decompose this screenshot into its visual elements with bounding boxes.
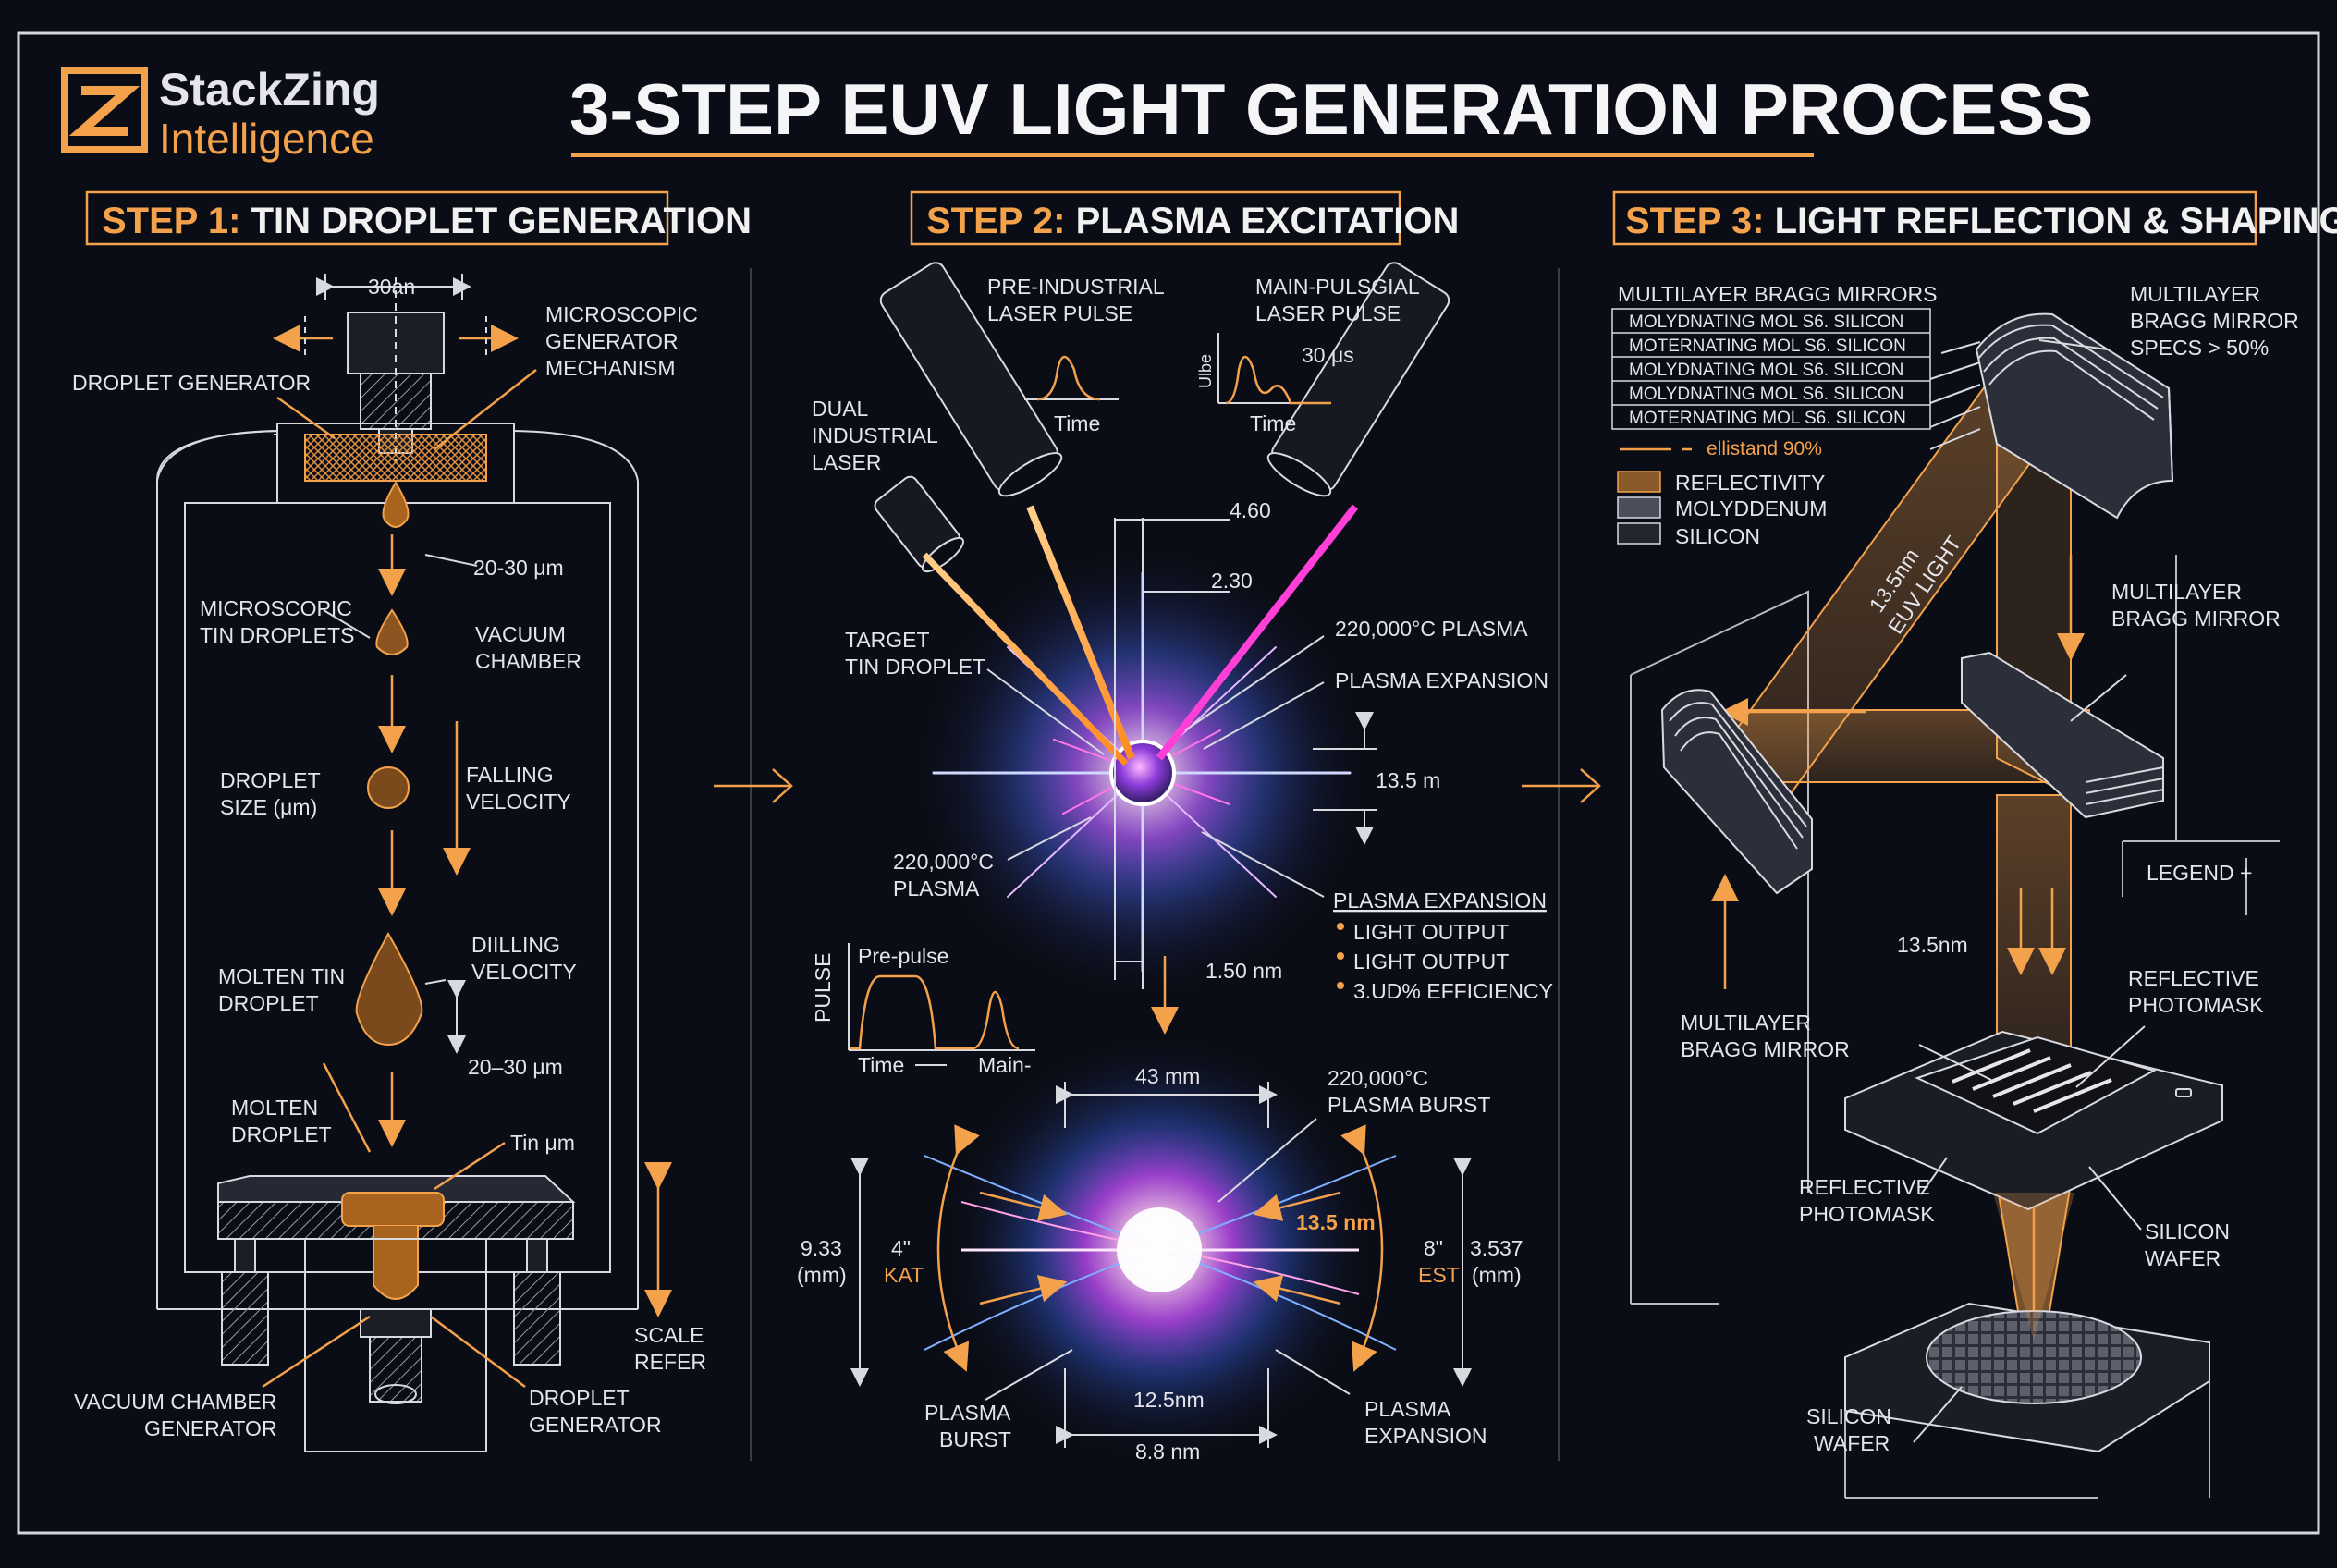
step-2-name: PLASMA EXCITATION — [1076, 201, 1460, 241]
s3-layer-5: MOTERNATING MOL S6. SILICON — [1629, 409, 1906, 428]
s2-dim-230: 2.30 — [1211, 569, 1253, 593]
s1-tin-um-label: Tin μm — [510, 1131, 575, 1155]
step-1-num: STEP 1: — [102, 201, 240, 241]
s3-layer-1: MOLYDNATING MOL S6. SILICON — [1629, 312, 1903, 332]
s3-ellistand-label: ellistand 90% — [1707, 438, 1822, 459]
step-2-num: STEP 2: — [926, 201, 1065, 241]
s2-kat-label: 4"KAT — [884, 1236, 924, 1287]
s3-legend-label-silicon: SILICON — [1675, 524, 1760, 548]
s2-plasma-temp-label: 220,000°C PLASMA — [1335, 617, 1528, 641]
s3-layer-2: MOTERNATING MOL S6. SILICON — [1629, 337, 1906, 356]
brand-subtitle: Intelligence — [159, 115, 374, 163]
s3-legend-label-molydenum: MOLYDDENUM — [1675, 496, 1827, 521]
s2-bullet-2: LIGHT OUTPUT — [1353, 949, 1509, 974]
s2-est-label: 8"EST — [1418, 1236, 1460, 1287]
s3-legend-label-reflectivity: REFLECTIVITY — [1675, 471, 1825, 495]
s2-dim-460: 4.60 — [1230, 498, 1271, 522]
s2-bullet-3: 3.UD% EFFICIENCY — [1353, 979, 1553, 1003]
s2-prepulse-label: Pre-pulse — [858, 944, 948, 968]
svg-text:STEP 3: LIGHT REFLECTION & SHA: STEP 3: LIGHT REFLECTION & SHAPING — [1625, 201, 2337, 241]
s2-dim-88: 8.8 nm — [1135, 1439, 1200, 1464]
s2-axis-label: Ulbe — [1196, 354, 1215, 388]
outer-border — [17, 31, 2320, 1535]
flow-arrow-2 — [1522, 768, 1601, 803]
s2-time-label-3: Time — [858, 1053, 904, 1077]
s2-dim-3537: 3.537(mm) — [1470, 1236, 1523, 1287]
step-3-name: LIGHT REFLECTION & SHAPING — [1775, 201, 2337, 241]
step-1-name: TIN DROPLET GENERATION — [251, 201, 752, 241]
s2-bullet-list: LIGHT OUTPUT LIGHT OUTPUT 3.UD% EFFICIEN… — [1337, 920, 1553, 1003]
flow-arrow-1 — [714, 768, 793, 803]
step-1-header: STEP 1: TIN DROPLET GENERATION — [85, 190, 752, 246]
svg-text:STEP 2: PLASMA EXCITATION: STEP 2: PLASMA EXCITATION — [926, 201, 1459, 241]
s1-droplet-generator-label: DROPLET GENERATOR — [72, 371, 311, 395]
s2-dim-125: 12.5nm — [1133, 1388, 1205, 1412]
s1-size-label-1: 20-30 μm — [473, 556, 564, 580]
s3-legend-swatch-silicon — [1617, 522, 1661, 545]
s2-dim-150: 1.50 nm — [1205, 959, 1282, 983]
s2-dim-135nm: 13.5 nm — [1296, 1210, 1376, 1234]
brand-logo — [61, 67, 148, 153]
svg-text:STEP 1: TIN DROPLET GENERATION: STEP 1: TIN DROPLET GENERATION — [102, 201, 752, 241]
s3-135nm-label: 13.5nm — [1897, 933, 1968, 957]
s3-legend-swatch-molydenum — [1617, 496, 1661, 519]
s3-layer-3: MOLYDNATING MOL S6. SILICON — [1629, 361, 1903, 380]
s3-legend-swatch-reflectivity — [1617, 471, 1661, 493]
s2-plasma-exp-label: PLASMA EXPANSION — [1335, 668, 1548, 692]
step-3-header: STEP 3: LIGHT REFLECTION & SHAPING — [1612, 190, 2337, 246]
s1-dim-top: 30an — [368, 275, 415, 299]
s3-legend-label: LEGEND + — [2147, 861, 2252, 885]
s2-plasma-exp-label-2: PLASMA EXPANSION — [1333, 888, 1547, 913]
s3-layer-4: MOLYDNATING MOL S6. SILICON — [1629, 385, 1903, 404]
s1-size-label-2: 20–30 μm — [468, 1055, 563, 1079]
s2-mus-label: 30 μs — [1302, 343, 1354, 367]
step-2-header: STEP 2: PLASMA EXCITATION — [910, 190, 1459, 246]
step-2-diagram — [848, 262, 1472, 1461]
s2-main-label: Main- — [978, 1053, 1032, 1077]
brand-name: StackZing — [159, 64, 380, 116]
page-title: 3-STEP EUV LIGHT GENERATION PROCESS — [569, 68, 2093, 150]
s3-stack-title: MULTILAYER BRAGG MIRRORS — [1618, 282, 1937, 306]
s3-layer-stack: MOLYDNATING MOL S6. SILICON MOTERNATING … — [1611, 308, 1931, 430]
s2-pulse-axis-label: PULSE — [811, 953, 835, 1023]
step-1-diagram — [156, 274, 672, 1452]
step-3-diagram — [1620, 312, 2280, 1499]
s2-dim-135m: 13.5 m — [1376, 768, 1440, 792]
s2-dim-933: 9.33(mm) — [797, 1236, 847, 1287]
s3-legend: REFLECTIVITY MOLYDDENUM SILICON — [1617, 471, 1827, 548]
s2-bullet-1: LIGHT OUTPUT — [1353, 920, 1509, 944]
s2-dim-43: 43 mm — [1135, 1064, 1200, 1088]
s2-time-label-1: Time — [1054, 411, 1100, 435]
s2-time-label-2: Time — [1250, 411, 1296, 435]
step-3-num: STEP 3: — [1625, 201, 1764, 241]
